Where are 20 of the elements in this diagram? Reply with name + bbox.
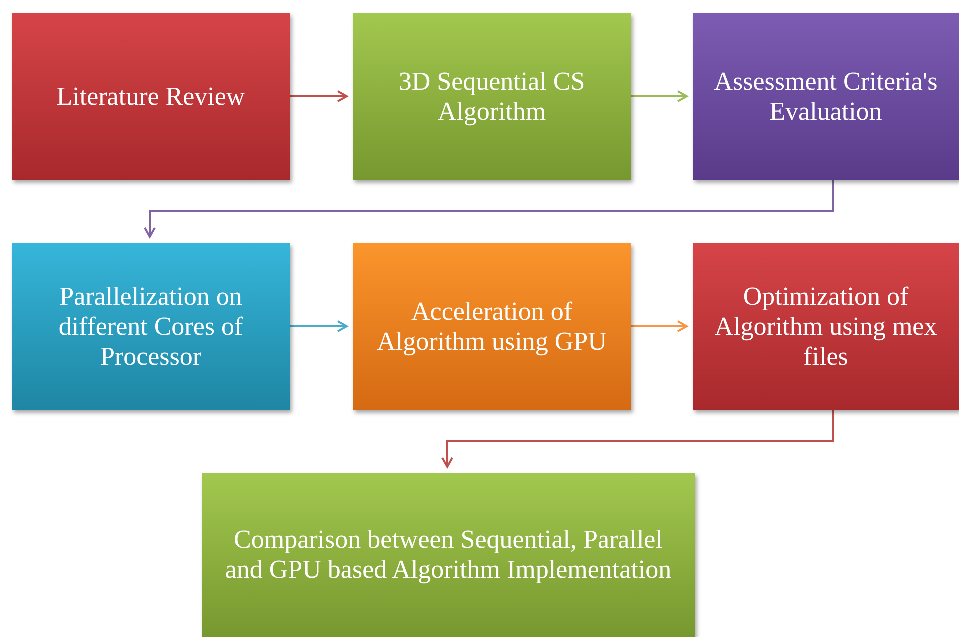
arrow	[442, 410, 834, 468]
box-label: Literature Review	[56, 82, 246, 112]
arrow	[290, 320, 348, 332]
arrow	[144, 180, 834, 238]
process-box	[693, 13, 959, 180]
process-box	[12, 243, 290, 410]
arrow	[631, 320, 688, 332]
arrow	[631, 90, 688, 102]
process-box	[202, 473, 695, 637]
process-box	[12, 13, 290, 180]
process-box	[693, 243, 959, 410]
box-label: Optimization of Algorithm using mex files	[714, 282, 938, 372]
box-label: Acceleration of Algorithm using GPU	[376, 296, 608, 356]
arrow	[290, 90, 348, 102]
process-box	[353, 243, 631, 410]
box-label: Comparison between Sequential, Parallel and GPU based Algorithm Implementation	[224, 525, 673, 585]
box-label: Assessment Criteria's Evaluation	[713, 66, 939, 126]
box-label: 3D Sequential CS Algorithm	[398, 66, 586, 126]
box-label: Parallelization on different Cores of Processor	[58, 282, 244, 372]
process-box	[353, 13, 631, 180]
